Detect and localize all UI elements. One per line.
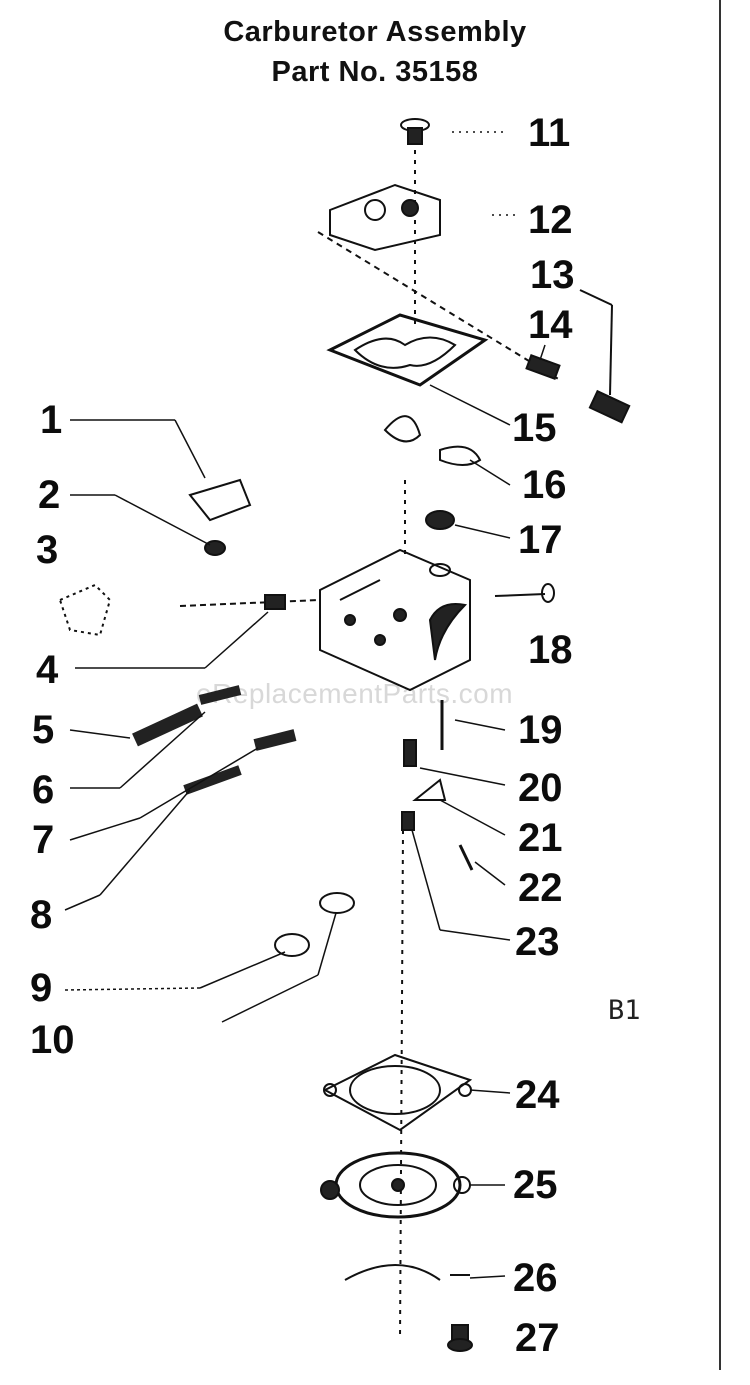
callout-3: 3 bbox=[36, 528, 59, 572]
part-24-gasket bbox=[322, 1053, 473, 1132]
callout-1: 1 bbox=[40, 398, 63, 442]
callout-24: 24 bbox=[515, 1073, 560, 1117]
part-23-needle bbox=[401, 811, 415, 831]
part-11-screw bbox=[400, 118, 430, 145]
callout-12: 12 bbox=[528, 198, 573, 242]
part-6-spring bbox=[198, 685, 242, 705]
callout-21: 21 bbox=[518, 816, 563, 860]
callout-5: 5 bbox=[32, 708, 55, 752]
callout-25: 25 bbox=[513, 1163, 558, 1207]
diagram-title: Carburetor Assembly bbox=[223, 16, 527, 48]
leader-lines bbox=[64, 131, 546, 1279]
callout-19: 19 bbox=[518, 708, 563, 752]
part-number: Part No. 35158 bbox=[271, 56, 479, 88]
part-7-spring bbox=[253, 729, 297, 751]
part-14-needle bbox=[525, 354, 561, 380]
axis-lower bbox=[399, 829, 404, 1341]
diagram-code: B1 bbox=[608, 995, 641, 1026]
part-3-plate bbox=[58, 583, 112, 637]
right-border-line bbox=[719, 0, 721, 1370]
callout-26: 26 bbox=[513, 1256, 558, 1300]
part-27-screw bbox=[447, 1324, 473, 1352]
callout-8: 8 bbox=[30, 893, 53, 937]
callout-14: 14 bbox=[528, 303, 573, 347]
part-16-diaphragm bbox=[383, 415, 482, 466]
callout-2: 2 bbox=[38, 473, 61, 517]
part-4-shaft bbox=[179, 594, 321, 610]
part-12-cover bbox=[317, 183, 561, 381]
part-25-diaphragm bbox=[320, 1151, 471, 1219]
part-13-screw bbox=[579, 289, 631, 424]
callout-11: 11 bbox=[528, 111, 571, 155]
callout-27: 27 bbox=[515, 1316, 560, 1360]
part-15-gasket bbox=[326, 313, 489, 387]
callout-6: 6 bbox=[32, 768, 55, 812]
callout-4: 4 bbox=[36, 648, 59, 692]
callout-13: 13 bbox=[530, 253, 575, 297]
part-5-needle bbox=[132, 703, 203, 747]
part-26-ring bbox=[344, 1264, 470, 1281]
callout-7: 7 bbox=[32, 818, 55, 862]
callout-18: 18 bbox=[528, 628, 573, 672]
part-17-cap bbox=[425, 510, 455, 577]
part-20-spring bbox=[403, 739, 417, 767]
callout-23: 23 bbox=[515, 920, 560, 964]
watermark: eReplacementParts.com bbox=[196, 678, 514, 709]
part-18-screw bbox=[494, 583, 555, 603]
callout-15: 15 bbox=[512, 406, 557, 450]
carburetor-body bbox=[319, 548, 471, 692]
callout-10: 10 bbox=[30, 1018, 75, 1062]
part-1-lever bbox=[188, 478, 252, 522]
callout-20: 20 bbox=[518, 766, 563, 810]
callout-16: 16 bbox=[522, 463, 567, 507]
callout-17: 17 bbox=[518, 518, 563, 562]
part-21-lever bbox=[412, 778, 447, 801]
callout-22: 22 bbox=[518, 866, 563, 910]
part-22-pin bbox=[458, 844, 474, 871]
part-9-plug bbox=[274, 933, 310, 957]
callout-9: 9 bbox=[30, 966, 53, 1010]
part-10-plug bbox=[319, 892, 355, 914]
